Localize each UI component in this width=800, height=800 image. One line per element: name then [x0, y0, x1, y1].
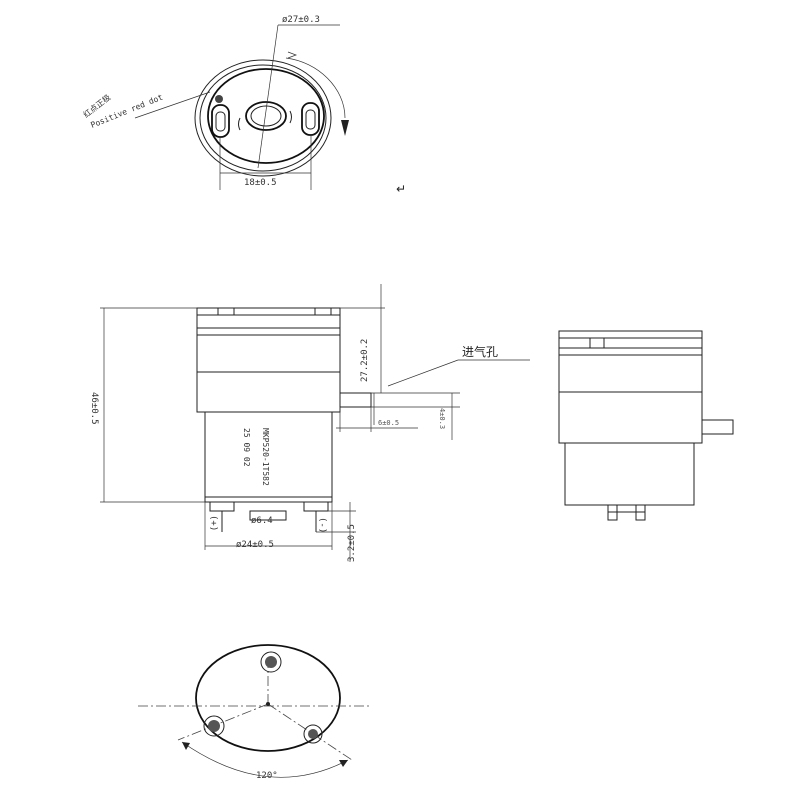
angle-arc — [181, 741, 349, 778]
body-diameter-dim: ø24±0.5 — [236, 540, 274, 550]
motor-body — [204, 411, 333, 503]
bottom-plate — [195, 644, 341, 752]
side-tab — [589, 337, 605, 349]
rotation-arrow-icon — [285, 57, 346, 119]
pin-height-dim: 3.2±0.5 — [347, 524, 357, 562]
terminal-right-inner — [305, 109, 316, 130]
model-line-2: 25 09 02 — [242, 428, 251, 467]
center-diameter-dim: ø6.4 — [251, 516, 273, 526]
mount-boss-right — [303, 724, 323, 744]
side-view — [558, 330, 734, 521]
mount-boss-top-core — [265, 656, 277, 668]
polarity-plus-label: (+) — [208, 515, 218, 531]
rotation-arrowhead-icon — [341, 120, 349, 136]
outer-diameter-dim: ø27±0.3 — [282, 15, 320, 25]
top-outer-rim-inner — [199, 64, 327, 172]
side-inlet-nozzle — [701, 419, 734, 435]
terminal-left-inner — [215, 111, 226, 132]
inlet-height-dim: 27.2±0.2 — [360, 339, 370, 382]
front-view: (+) (-) ø6.4 MKP520-1T582 25 09 02 46±0.… — [89, 284, 530, 562]
mount-boss-top — [260, 651, 282, 673]
top-center-hub — [245, 101, 287, 131]
polarity-minus-label: (-) — [317, 517, 327, 533]
angle-dim: 120° — [256, 771, 278, 781]
top-center-hub-inner — [250, 105, 282, 127]
top-plate — [207, 68, 325, 164]
positive-red-dot-marker — [215, 95, 223, 103]
inlet-leader — [387, 359, 459, 387]
return-mark-icon: ↵ — [396, 182, 406, 196]
angle-arrow-right-icon — [339, 760, 348, 767]
terminal-spacing-dim: 18±0.5 — [244, 178, 277, 188]
inlet-diameter-dim: 6±0.5 — [378, 419, 399, 427]
bottom-center-point — [266, 702, 270, 706]
terminal-left — [211, 104, 230, 138]
height-dim: 46±0.5 — [89, 392, 99, 425]
rotation-start-icon — [287, 51, 297, 59]
terminal-right — [301, 102, 320, 136]
inlet-length-dim: 4±0.3 — [438, 408, 446, 429]
slot-right-icon — [289, 110, 292, 124]
mount-boss-left — [203, 715, 225, 737]
pin-left — [209, 501, 235, 512]
mount-boss-left-core — [208, 720, 220, 732]
outer-diameter-leader — [257, 24, 279, 169]
inlet-label: 进气孔 — [462, 344, 498, 359]
head-tab-left — [217, 307, 235, 316]
positive-leader — [134, 91, 211, 119]
top-outer-rim — [194, 59, 332, 177]
side-motor-body — [564, 442, 695, 506]
pump-head — [196, 307, 341, 413]
head-tab-right — [314, 307, 332, 316]
angle-arrow-left-icon — [182, 742, 190, 750]
bottom-radial-2 — [177, 703, 269, 741]
center-boss — [249, 510, 287, 521]
bottom-view: 120° — [138, 644, 370, 781]
pin-right — [303, 501, 329, 512]
model-line-1: MKP520-1T582 — [261, 428, 270, 486]
slot-left-icon — [238, 117, 241, 131]
inlet-nozzle — [339, 392, 372, 408]
mount-boss-right-core — [308, 729, 318, 739]
top-view: ø27±0.3 18±0.5 红点正极 Positive red dot — [81, 15, 349, 190]
